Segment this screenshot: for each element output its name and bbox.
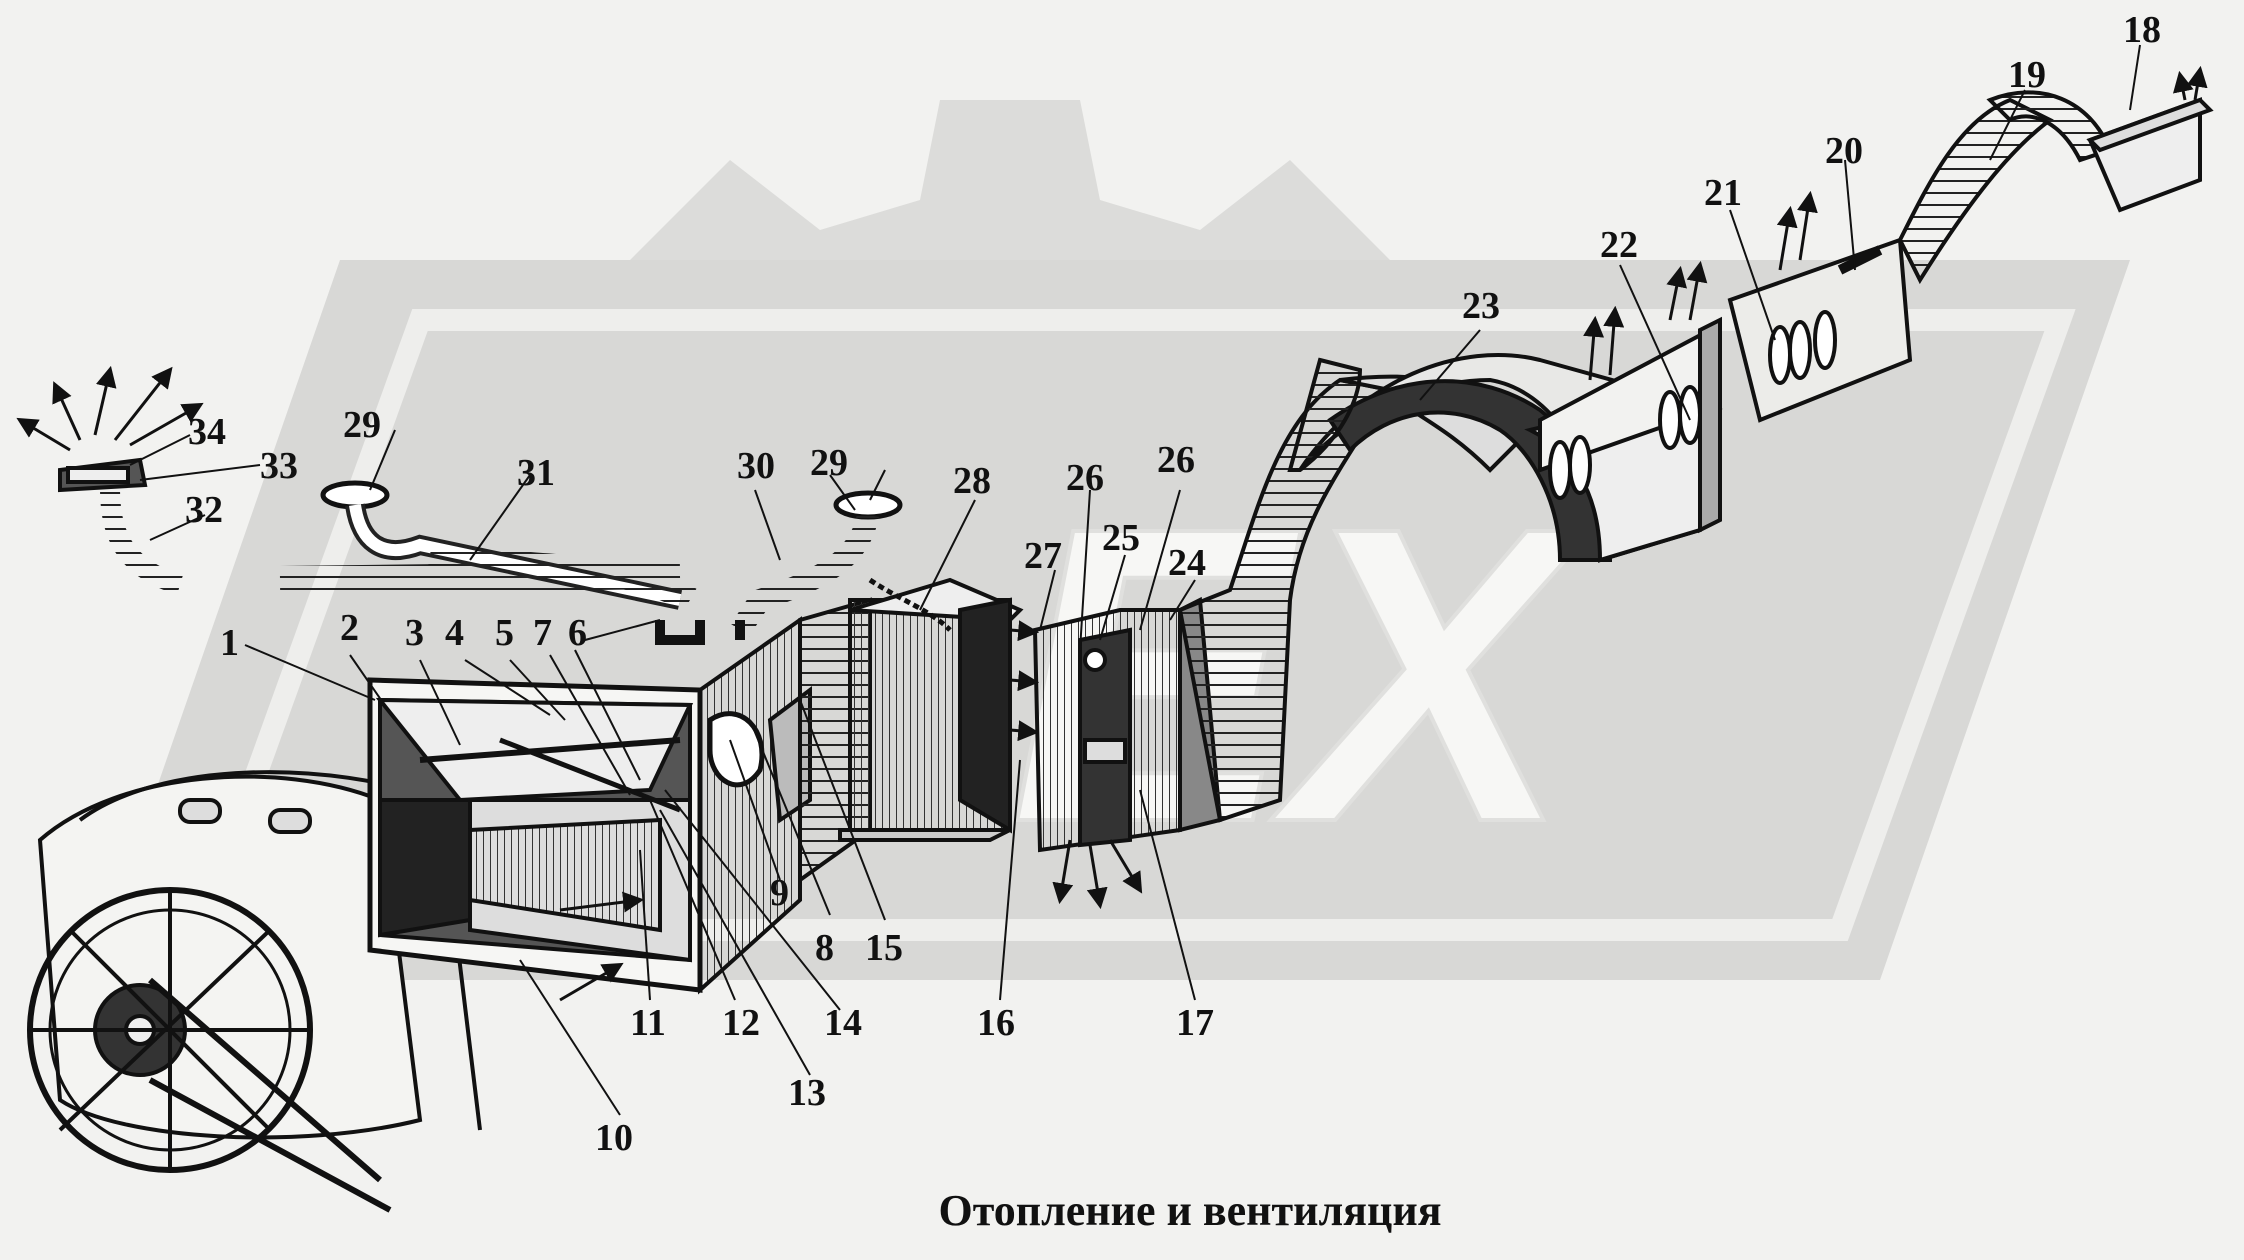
callout-33: 33 — [260, 445, 298, 487]
diagram-caption: Отопление и вентиляция — [938, 1186, 1441, 1235]
callout-26-left: 26 — [1066, 457, 1104, 499]
callout-12: 12 — [722, 1002, 760, 1044]
callout-23: 23 — [1462, 285, 1500, 327]
callout-13: 13 — [788, 1072, 826, 1114]
callout-15: 15 — [865, 927, 903, 969]
callout-32: 32 — [185, 489, 223, 531]
callout-29-right: 29 — [810, 442, 848, 484]
callout-3: 3 — [405, 612, 424, 654]
callout-10: 10 — [595, 1117, 633, 1159]
callout-18: 18 — [2123, 9, 2161, 51]
callout-29-left: 29 — [343, 404, 381, 446]
callout-28: 28 — [953, 460, 991, 502]
callout-21: 21 — [1704, 172, 1742, 214]
callout-31: 31 — [517, 452, 555, 494]
callout-19: 19 — [2008, 54, 2046, 96]
callout-34: 34 — [188, 411, 226, 453]
callout-8: 8 — [815, 927, 834, 969]
callout-6: 6 — [568, 612, 587, 654]
callout-27: 27 — [1024, 535, 1062, 577]
leader-lines — [129, 44, 2141, 1116]
callout-16: 16 — [977, 1002, 1015, 1044]
callout-14: 14 — [824, 1002, 862, 1044]
callout-5: 5 — [495, 612, 514, 654]
callout-17: 17 — [1176, 1002, 1214, 1044]
callout-26-right: 26 — [1157, 439, 1195, 481]
callout-2: 2 — [340, 607, 359, 649]
callout-24: 24 — [1168, 542, 1206, 584]
callout-labels: 1 2 3 4 5 7 6 9 8 15 10 11 12 13 14 16 1… — [185, 9, 2161, 1159]
fan-pulley — [27, 770, 482, 1213]
callout-7: 7 — [533, 612, 552, 654]
callout-22: 22 — [1600, 224, 1638, 266]
filter-box — [798, 577, 1024, 884]
rear-duct — [1177, 316, 1723, 823]
defroster-nozzle — [58, 457, 184, 595]
callout-30: 30 — [737, 445, 775, 487]
callout-4: 4 — [445, 612, 464, 654]
airflow-arrows — [16, 65, 2208, 1002]
callout-20: 20 — [1825, 130, 1863, 172]
callout-11: 11 — [630, 1002, 666, 1044]
front-duct — [1727, 90, 2214, 423]
callout-9: 9 — [770, 872, 789, 914]
callout-25: 25 — [1102, 517, 1140, 559]
callout-1: 1 — [220, 622, 239, 664]
